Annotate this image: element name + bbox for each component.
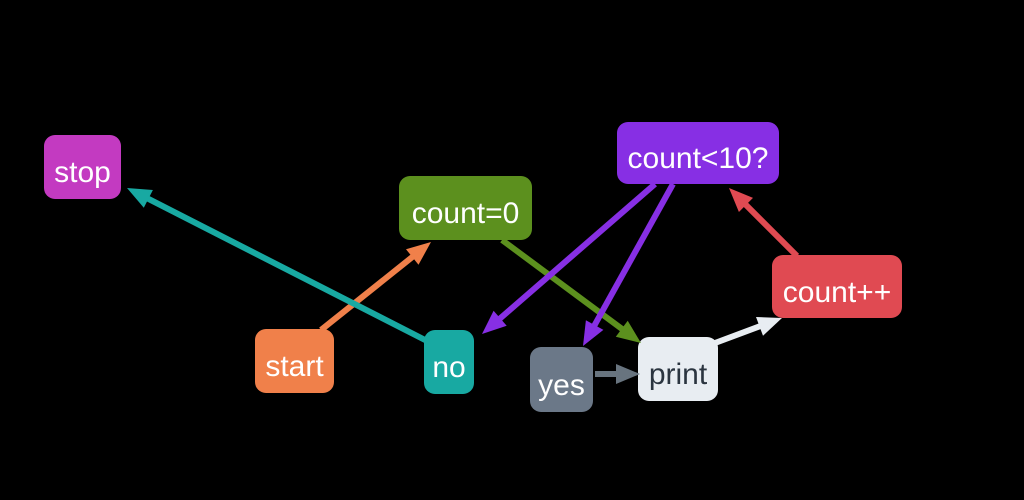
edge-line	[500, 237, 628, 335]
node-print-label: print	[648, 358, 708, 391]
edge-yes-print	[595, 364, 640, 384]
edge-count-0-print	[500, 237, 641, 343]
edge-count-increment-count-lt-10	[729, 188, 800, 259]
edge-line	[142, 193, 431, 345]
edge-count-lt-10-yes	[583, 182, 676, 346]
node-no-label: no	[432, 351, 466, 384]
edge-line	[589, 182, 676, 331]
node-count-increment-label: count++	[782, 275, 892, 309]
arrowhead	[482, 310, 507, 334]
node-start-label: start	[265, 350, 324, 383]
node-count-lt-10: count<10?	[617, 122, 779, 184]
arrowhead	[127, 188, 153, 208]
node-stop: stop	[44, 135, 121, 199]
arrowhead	[729, 188, 753, 212]
edge-line	[740, 199, 800, 259]
node-count-lt-10-label: count<10?	[627, 142, 769, 175]
node-no: no	[424, 330, 474, 394]
arrowhead	[756, 317, 782, 336]
edge-start-count-0	[319, 242, 431, 333]
arrowhead	[406, 242, 431, 265]
edge-print-count-increment	[713, 317, 782, 346]
edge-no-stop	[127, 188, 431, 345]
node-start: start	[255, 329, 334, 393]
arrowhead	[583, 320, 604, 346]
arrowhead	[615, 320, 641, 343]
edge-line	[713, 321, 766, 346]
arrowhead	[616, 364, 640, 384]
node-yes: yes	[530, 347, 593, 412]
node-stop-label: stop	[54, 156, 111, 189]
node-yes-label: yes	[538, 368, 585, 402]
edge-line	[319, 251, 419, 333]
node-count-0-label: count=0	[411, 197, 520, 230]
node-print: print	[638, 337, 718, 401]
node-count-increment: count++	[772, 255, 902, 318]
node-count-0: count=0	[399, 176, 532, 240]
